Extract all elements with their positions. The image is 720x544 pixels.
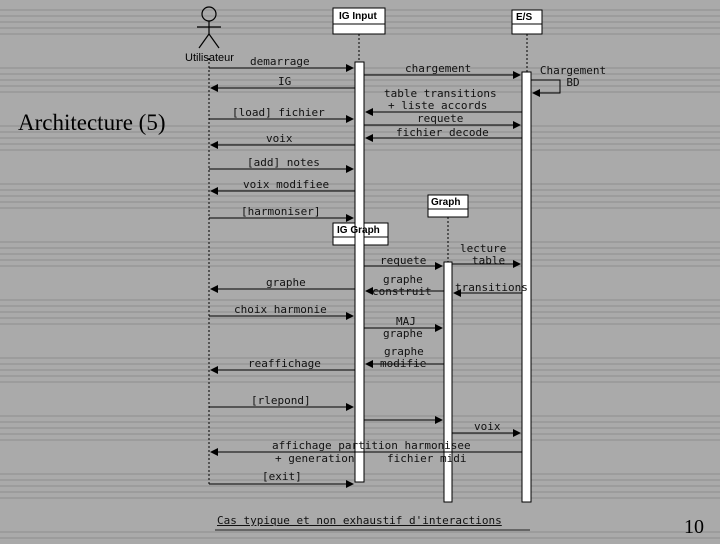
message-label: requete: [417, 112, 464, 125]
message-label: graphe: [383, 273, 423, 286]
message-label: graphe: [384, 345, 424, 358]
note-chargement-bd: Chargement BD: [539, 64, 607, 89]
message-label: voix: [474, 420, 501, 433]
message-label: table transitions: [384, 87, 497, 100]
message-label: voix: [266, 132, 293, 145]
activation-es: [521, 71, 532, 503]
participant-label-ig-graph: IG Graph: [337, 225, 380, 236]
message-label: graphe: [383, 327, 423, 340]
self-call-arrow: [531, 79, 561, 97]
message-label: + liste accords: [388, 99, 488, 112]
participant-es: [511, 9, 543, 35]
message-label: voix modifiee: [243, 178, 330, 191]
activation-ig-input: [354, 61, 365, 483]
message-label: graphe: [266, 276, 306, 289]
slide-title: Architecture (5): [18, 110, 166, 135]
message-label: table: [472, 254, 506, 267]
message-label: choix harmonie: [234, 303, 327, 316]
message-label: chargement: [405, 62, 472, 75]
participant-ig-input: [332, 7, 386, 35]
message-label: affichage partition harmonisee: [272, 439, 471, 452]
lifelines: [208, 34, 528, 485]
participant-label-es: E/S: [516, 12, 533, 23]
message-label: + generation: [275, 452, 355, 465]
message-label: IG: [278, 75, 292, 88]
message-label: fichier midi: [387, 452, 467, 465]
message-label: fichier decode: [396, 126, 489, 139]
participant-label-ig-input: IG Input: [339, 11, 377, 22]
actor-label: Utilisateur: [185, 52, 234, 64]
message-label: [exit]: [262, 470, 302, 483]
footnote: Cas typique et non exhaustif d'interacti…: [217, 514, 502, 527]
message-label: [harmoniser]: [241, 205, 321, 218]
message-label: construit: [372, 285, 432, 298]
message-label: demarrage: [250, 55, 310, 68]
message-label: [rlepond]: [251, 394, 311, 407]
page-number: 10: [684, 516, 704, 538]
message-label: modifie: [380, 357, 427, 370]
message-label: reaffichage: [248, 357, 321, 370]
message-label: [load] fichier: [232, 106, 325, 119]
message-label: [add] notes: [247, 156, 320, 169]
activation-graph: [443, 261, 453, 503]
actor-stick-figure-icon: [197, 6, 221, 49]
message-label: requete: [380, 254, 427, 267]
message-label: transitions: [455, 281, 528, 294]
message-label: lecture: [460, 242, 507, 255]
message-label: MAJ: [396, 315, 416, 328]
message-arrows: [209, 64, 522, 488]
participant-label-graph: Graph: [431, 197, 461, 208]
